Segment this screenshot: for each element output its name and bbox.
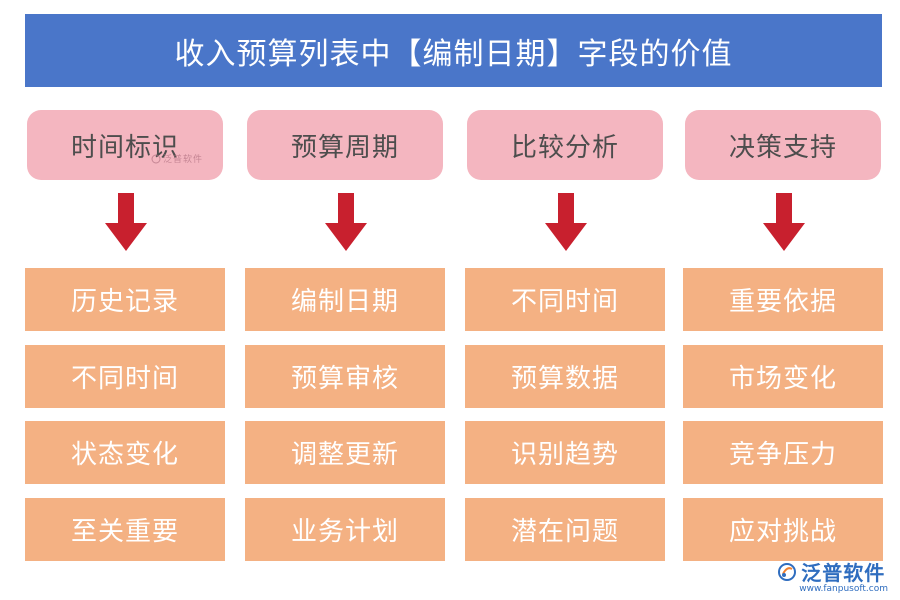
list-item: 状态变化 <box>25 421 225 484</box>
watermark-logo-icon <box>151 154 161 163</box>
list-item: 业务计划 <box>245 498 445 561</box>
logo-name: 泛普软件 <box>801 561 886 585</box>
list-item: 不同时间 <box>465 268 665 331</box>
column-comparison-analysis: 比较分析 不同时间 预算数据 识别趋势 潜在问题 <box>465 110 665 561</box>
list-item: 竞争压力 <box>683 421 883 484</box>
column-decision-support: 决策支持 重要依据 市场变化 竞争压力 应对挑战 <box>683 110 883 561</box>
down-arrow-icon <box>325 193 367 251</box>
list-item: 市场变化 <box>683 345 883 408</box>
column-header: 时间标识 泛普软件 <box>27 110 223 180</box>
column-header-label: 决策支持 <box>728 132 837 163</box>
list-item: 历史记录 <box>25 268 225 331</box>
column-budget-period: 预算周期 编制日期 预算审核 调整更新 业务计划 <box>245 110 445 561</box>
column-time-identification: 时间标识 泛普软件 历史记录 不同时间 状态变化 至关重要 <box>25 110 225 561</box>
fanpu-logo-icon <box>778 562 797 581</box>
logo-url: www.fanpusoft.com <box>799 584 888 594</box>
column-header: 决策支持 <box>685 110 881 180</box>
list-item: 调整更新 <box>245 421 445 484</box>
mini-watermark: 泛普软件 <box>151 152 203 165</box>
down-arrow-icon <box>763 193 805 251</box>
down-arrow-icon <box>545 193 587 251</box>
mini-watermark-text: 泛普软件 <box>163 155 204 165</box>
list-item: 重要依据 <box>683 268 883 331</box>
list-item: 应对挑战 <box>683 498 883 561</box>
column-header-label: 比较分析 <box>510 132 619 163</box>
list-item: 预算数据 <box>465 345 665 408</box>
list-item: 编制日期 <box>245 268 445 331</box>
page-title: 收入预算列表中【编制日期】字段的价值 <box>25 14 882 87</box>
column-header: 比较分析 <box>467 110 663 180</box>
list-item: 不同时间 <box>25 345 225 408</box>
column-header-label: 预算周期 <box>290 132 399 163</box>
list-item: 潜在问题 <box>465 498 665 561</box>
down-arrow-icon <box>105 193 147 251</box>
column-header: 预算周期 <box>247 110 443 180</box>
brand-logo: 泛普软件 www.fanpusoft.com <box>777 557 888 594</box>
list-item: 识别趋势 <box>465 421 665 484</box>
list-item: 预算审核 <box>245 345 445 408</box>
list-item: 至关重要 <box>25 498 225 561</box>
